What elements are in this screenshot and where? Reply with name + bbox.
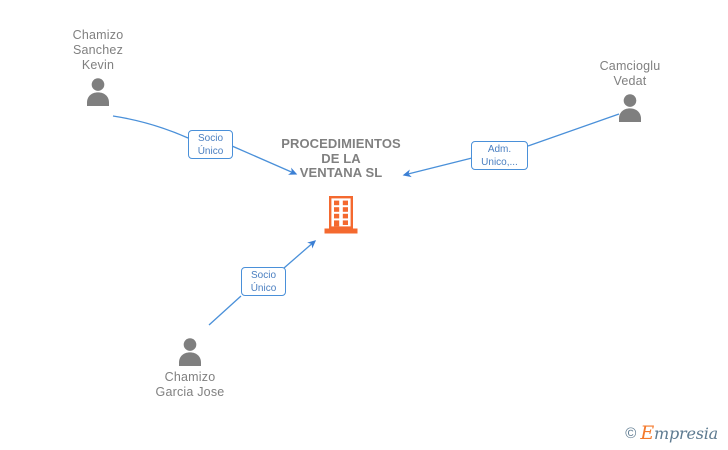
edge-label-to-company-left	[231, 145, 298, 175]
edge-label-to-company-right	[402, 157, 473, 178]
person-node-chamizo-sanchez-kevin[interactable]: Chamizo Sanchez Kevin	[23, 28, 173, 106]
copyright-icon: ©	[625, 425, 637, 442]
person-label: Camcioglu Vedat	[599, 59, 661, 88]
edge-label-socio-unico-kevin[interactable]: Socio Único	[188, 130, 233, 159]
empresia-watermark: © Empresia	[625, 422, 718, 444]
person-node-chamizo-garcia-jose[interactable]: Chamizo Garcia Jose	[115, 336, 265, 400]
edge-jose-to-label	[208, 295, 242, 326]
edge-label-socio-unico-jose[interactable]: Socio Único	[241, 267, 286, 296]
company-node[interactable]: PROCEDIMIENTOS DE LA VENTANA SL	[246, 136, 436, 235]
building-icon	[324, 195, 358, 233]
person-icon	[179, 338, 201, 366]
edge-label-to-company-bottom	[283, 240, 317, 269]
edge-label-adm-unico-vedat[interactable]: Adm. Unico,...	[471, 141, 528, 170]
person-label: Chamizo Sanchez Kevin	[72, 28, 124, 72]
edge-kevin-to-label	[112, 115, 189, 139]
person-icon	[87, 78, 109, 106]
brand-wordmark: Empresia	[640, 422, 718, 444]
edge-vedat-to-label	[527, 113, 620, 147]
person-node-camcioglu-vedat[interactable]: Camcioglu Vedat	[555, 59, 705, 122]
company-title: PROCEDIMIENTOS DE LA VENTANA SL	[281, 136, 401, 180]
brand-initial: E	[640, 422, 654, 444]
person-label: Chamizo Garcia Jose	[155, 370, 225, 399]
person-icon	[619, 94, 641, 122]
brand-rest: mpresia	[654, 424, 718, 443]
